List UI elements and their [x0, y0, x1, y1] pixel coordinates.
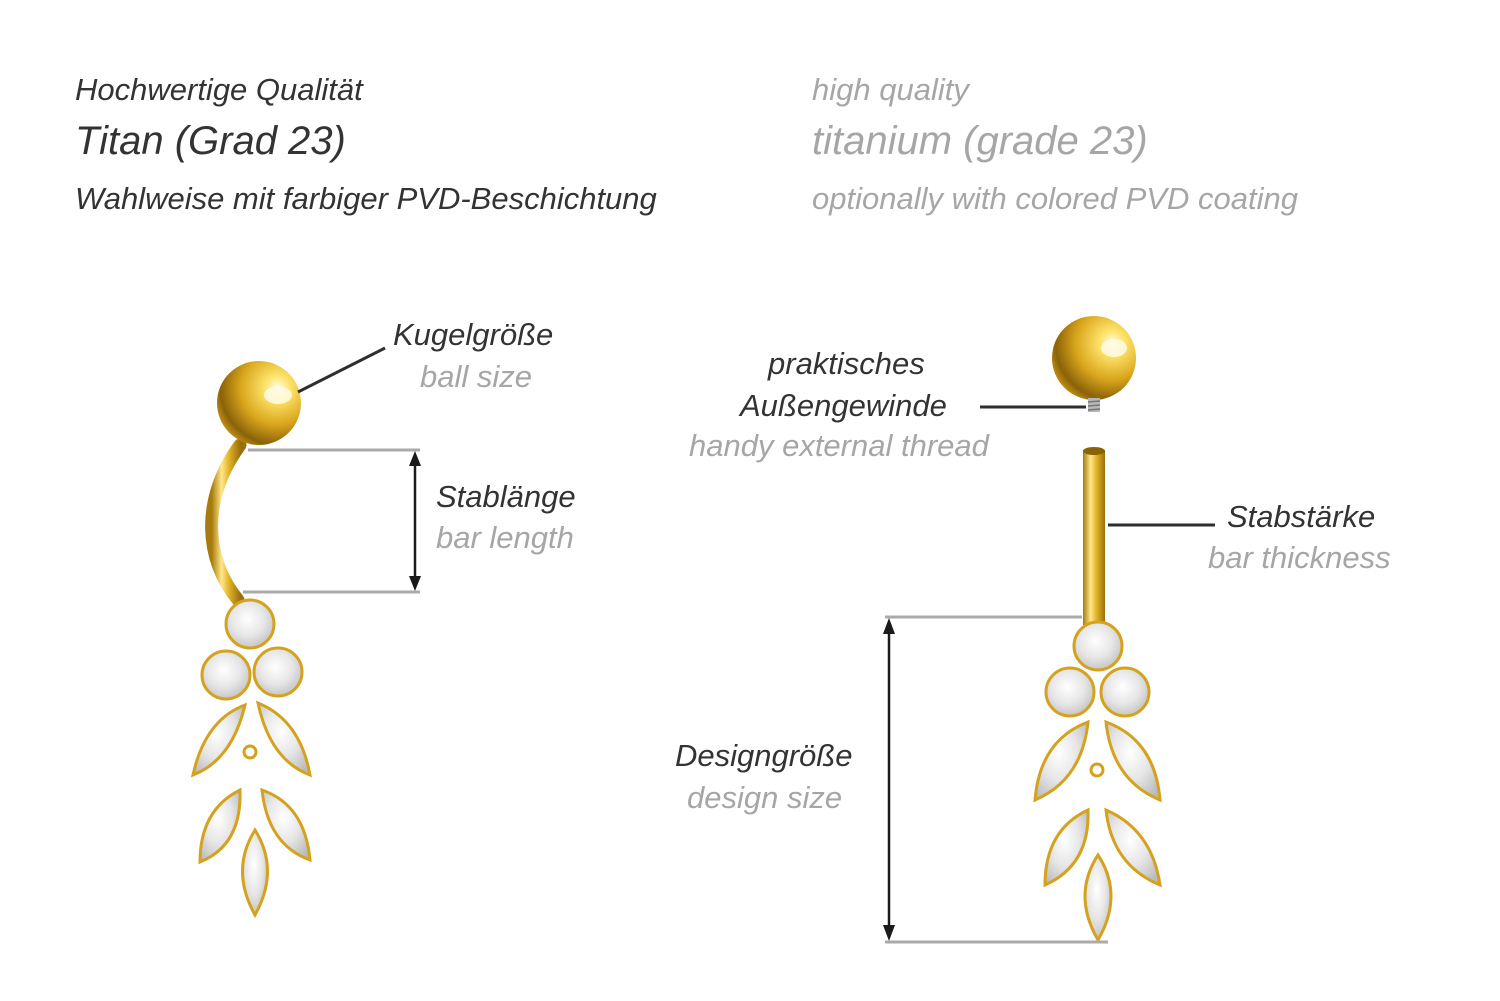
design-size-label-en: design size: [687, 780, 843, 815]
top-ball: [217, 361, 301, 445]
bar-length-label-de: Stablänge: [436, 479, 576, 514]
thread-label-de-line2: Außengewinde: [740, 388, 947, 423]
right-upper-marquise: [1033, 719, 1162, 803]
right-piercing: [883, 316, 1215, 944]
lower-marquise-stones: [198, 787, 312, 919]
right-round-stones: [1044, 620, 1151, 718]
header-coating-en: optionally with colored PVD coating: [812, 181, 1298, 216]
bar-length-dimension: [243, 448, 421, 594]
round-stones: [200, 598, 304, 701]
design-size-label-de: Designgröße: [675, 738, 853, 773]
curved-bar: [205, 438, 247, 607]
straight-bar: [1083, 450, 1105, 625]
right-lower-marquise: [1043, 807, 1162, 944]
ball-size-label-de: Kugelgröße: [393, 317, 554, 352]
header-material-de: Titan (Grad 23): [75, 119, 346, 163]
header-coating-de: Wahlweise mit farbiger PVD-Beschichtung: [75, 181, 657, 216]
thread-label-en: handy external thread: [689, 428, 989, 463]
external-thread: [1087, 398, 1101, 412]
left-piercing: [190, 346, 421, 919]
design-size-dimension: [883, 615, 1108, 944]
bar-thickness-label-en: bar thickness: [1208, 540, 1391, 575]
ball-size-leader: [297, 346, 386, 394]
header-quality-en: high quality: [812, 72, 969, 107]
header-material-en: titanium (grade 23): [812, 119, 1148, 163]
detached-ball: [1052, 316, 1136, 400]
ball-size-label-en: ball size: [420, 359, 532, 394]
upper-marquise-stones: [190, 700, 312, 778]
header-quality-de: Hochwertige Qualität: [75, 72, 363, 107]
thread-label-de-line1: praktisches: [768, 346, 925, 381]
bar-thickness-label-de: Stabstärke: [1227, 499, 1376, 534]
bar-length-label-en: bar length: [436, 520, 574, 555]
